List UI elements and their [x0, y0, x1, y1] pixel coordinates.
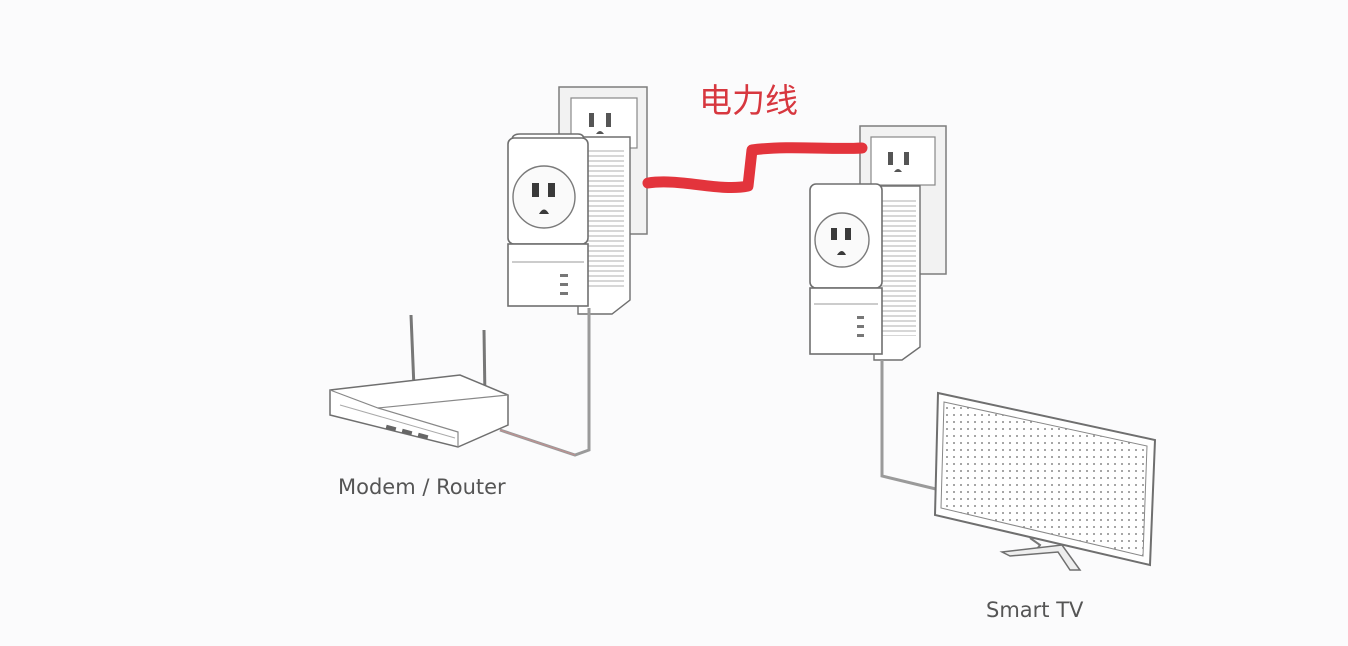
smart-tv-icon [933, 391, 1157, 571]
powerline-label: 电力线 [699, 81, 798, 120]
router-label: Modem / Router [338, 475, 506, 499]
router-icon [329, 314, 509, 448]
tv-label: Smart TV [986, 598, 1084, 622]
tv-ethernet-cable [880, 360, 941, 492]
left-powerline-adapter-icon [507, 133, 631, 315]
right-powerline-adapter-icon [809, 183, 921, 361]
router-ethernet-cable [499, 308, 591, 457]
powerline-cable [642, 142, 868, 194]
